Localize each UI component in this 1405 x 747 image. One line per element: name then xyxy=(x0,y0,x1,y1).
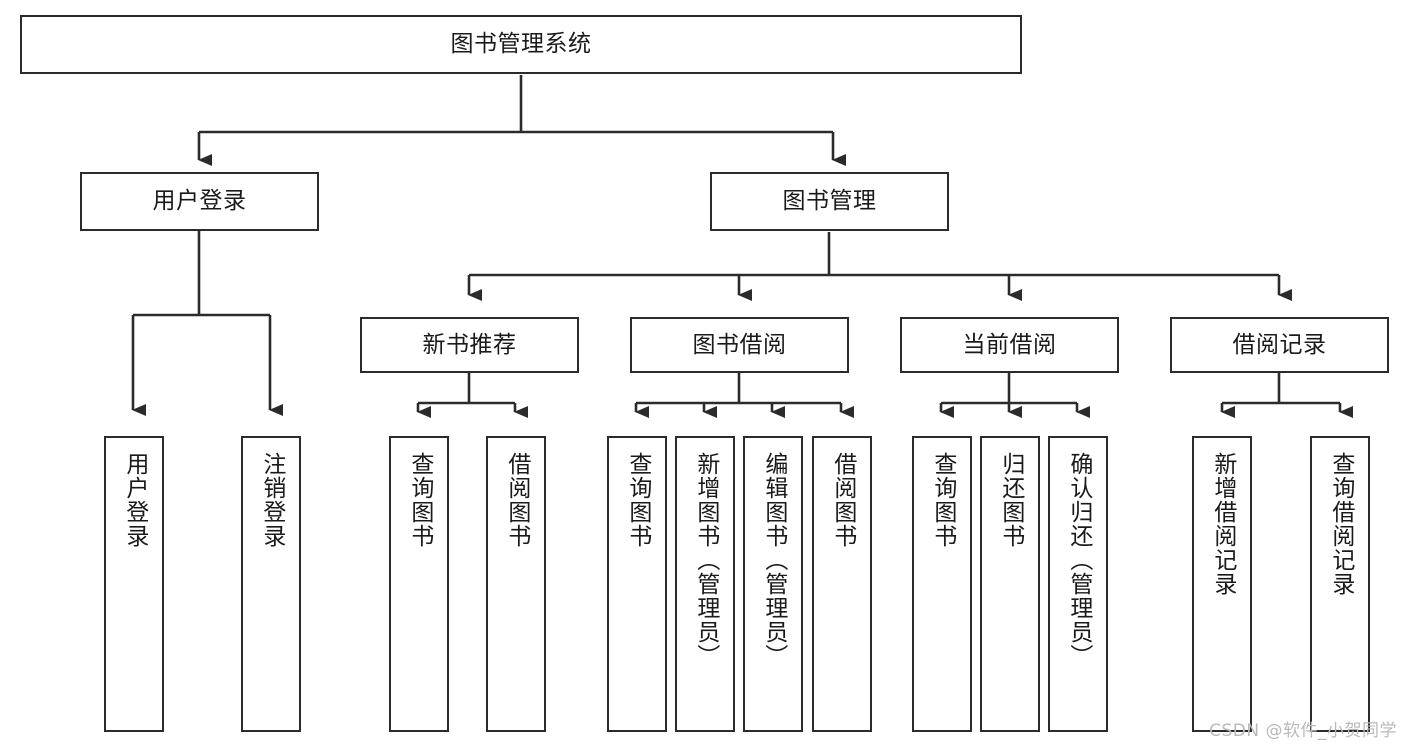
node-leaf-query-book-1[interactable]: 查询图书 xyxy=(389,436,449,732)
node-label: 新书推荐 xyxy=(422,331,517,358)
node-leaf-return-book[interactable]: 归还图书 xyxy=(980,436,1040,732)
node-label: 查询图书 xyxy=(624,452,651,548)
node-leaf-user-login[interactable]: 用户登录 xyxy=(104,436,164,732)
node-label: 归还图书 xyxy=(997,452,1024,548)
node-label: 借阅图书 xyxy=(503,452,530,548)
node-book-borrow[interactable]: 图书借阅 xyxy=(630,317,849,373)
node-label: 借阅图书 xyxy=(829,452,856,548)
node-label: 查询借阅记录 xyxy=(1327,452,1354,596)
node-label: 图书管理系统 xyxy=(450,31,592,58)
node-leaf-add-record[interactable]: 新增借阅记录 xyxy=(1192,436,1252,732)
node-user-login[interactable]: 用户登录 xyxy=(80,172,319,231)
node-root-system[interactable]: 图书管理系统 xyxy=(20,15,1022,74)
node-label: 查询图书 xyxy=(406,452,433,548)
node-label: 用户登录 xyxy=(152,188,247,215)
node-new-book-recommend[interactable]: 新书推荐 xyxy=(360,317,579,373)
node-current-borrow[interactable]: 当前借阅 xyxy=(900,317,1119,373)
node-label: 新增借阅记录 xyxy=(1209,452,1236,596)
node-leaf-query-record[interactable]: 查询借阅记录 xyxy=(1310,436,1370,732)
node-leaf-query-book-2[interactable]: 查询图书 xyxy=(607,436,667,732)
node-label: 图书管理 xyxy=(782,188,877,215)
node-label: 编辑图书（管理员） xyxy=(760,452,787,668)
node-leaf-edit-book[interactable]: 编辑图书（管理员） xyxy=(743,436,803,732)
node-label: 确认归还（管理员） xyxy=(1065,452,1092,668)
node-book-manage[interactable]: 图书管理 xyxy=(710,172,949,231)
node-label: 查询图书 xyxy=(929,452,956,548)
node-leaf-borrow-book-2[interactable]: 借阅图书 xyxy=(812,436,872,732)
node-label: 借阅记录 xyxy=(1232,331,1327,358)
node-label: 图书借阅 xyxy=(692,331,787,358)
node-label: 用户登录 xyxy=(121,452,148,548)
node-label: 新增图书（管理员） xyxy=(692,452,719,668)
node-leaf-add-book[interactable]: 新增图书（管理员） xyxy=(675,436,735,732)
node-borrow-record[interactable]: 借阅记录 xyxy=(1170,317,1389,373)
node-label: 注销登录 xyxy=(258,452,285,548)
csdn-watermark: CSDN @软件_小贺同学 xyxy=(1209,721,1397,741)
node-leaf-confirm-return[interactable]: 确认归还（管理员） xyxy=(1048,436,1108,732)
node-leaf-user-logout[interactable]: 注销登录 xyxy=(241,436,301,732)
node-leaf-borrow-book-1[interactable]: 借阅图书 xyxy=(486,436,546,732)
node-leaf-query-book-3[interactable]: 查询图书 xyxy=(912,436,972,732)
node-label: 当前借阅 xyxy=(962,331,1057,358)
